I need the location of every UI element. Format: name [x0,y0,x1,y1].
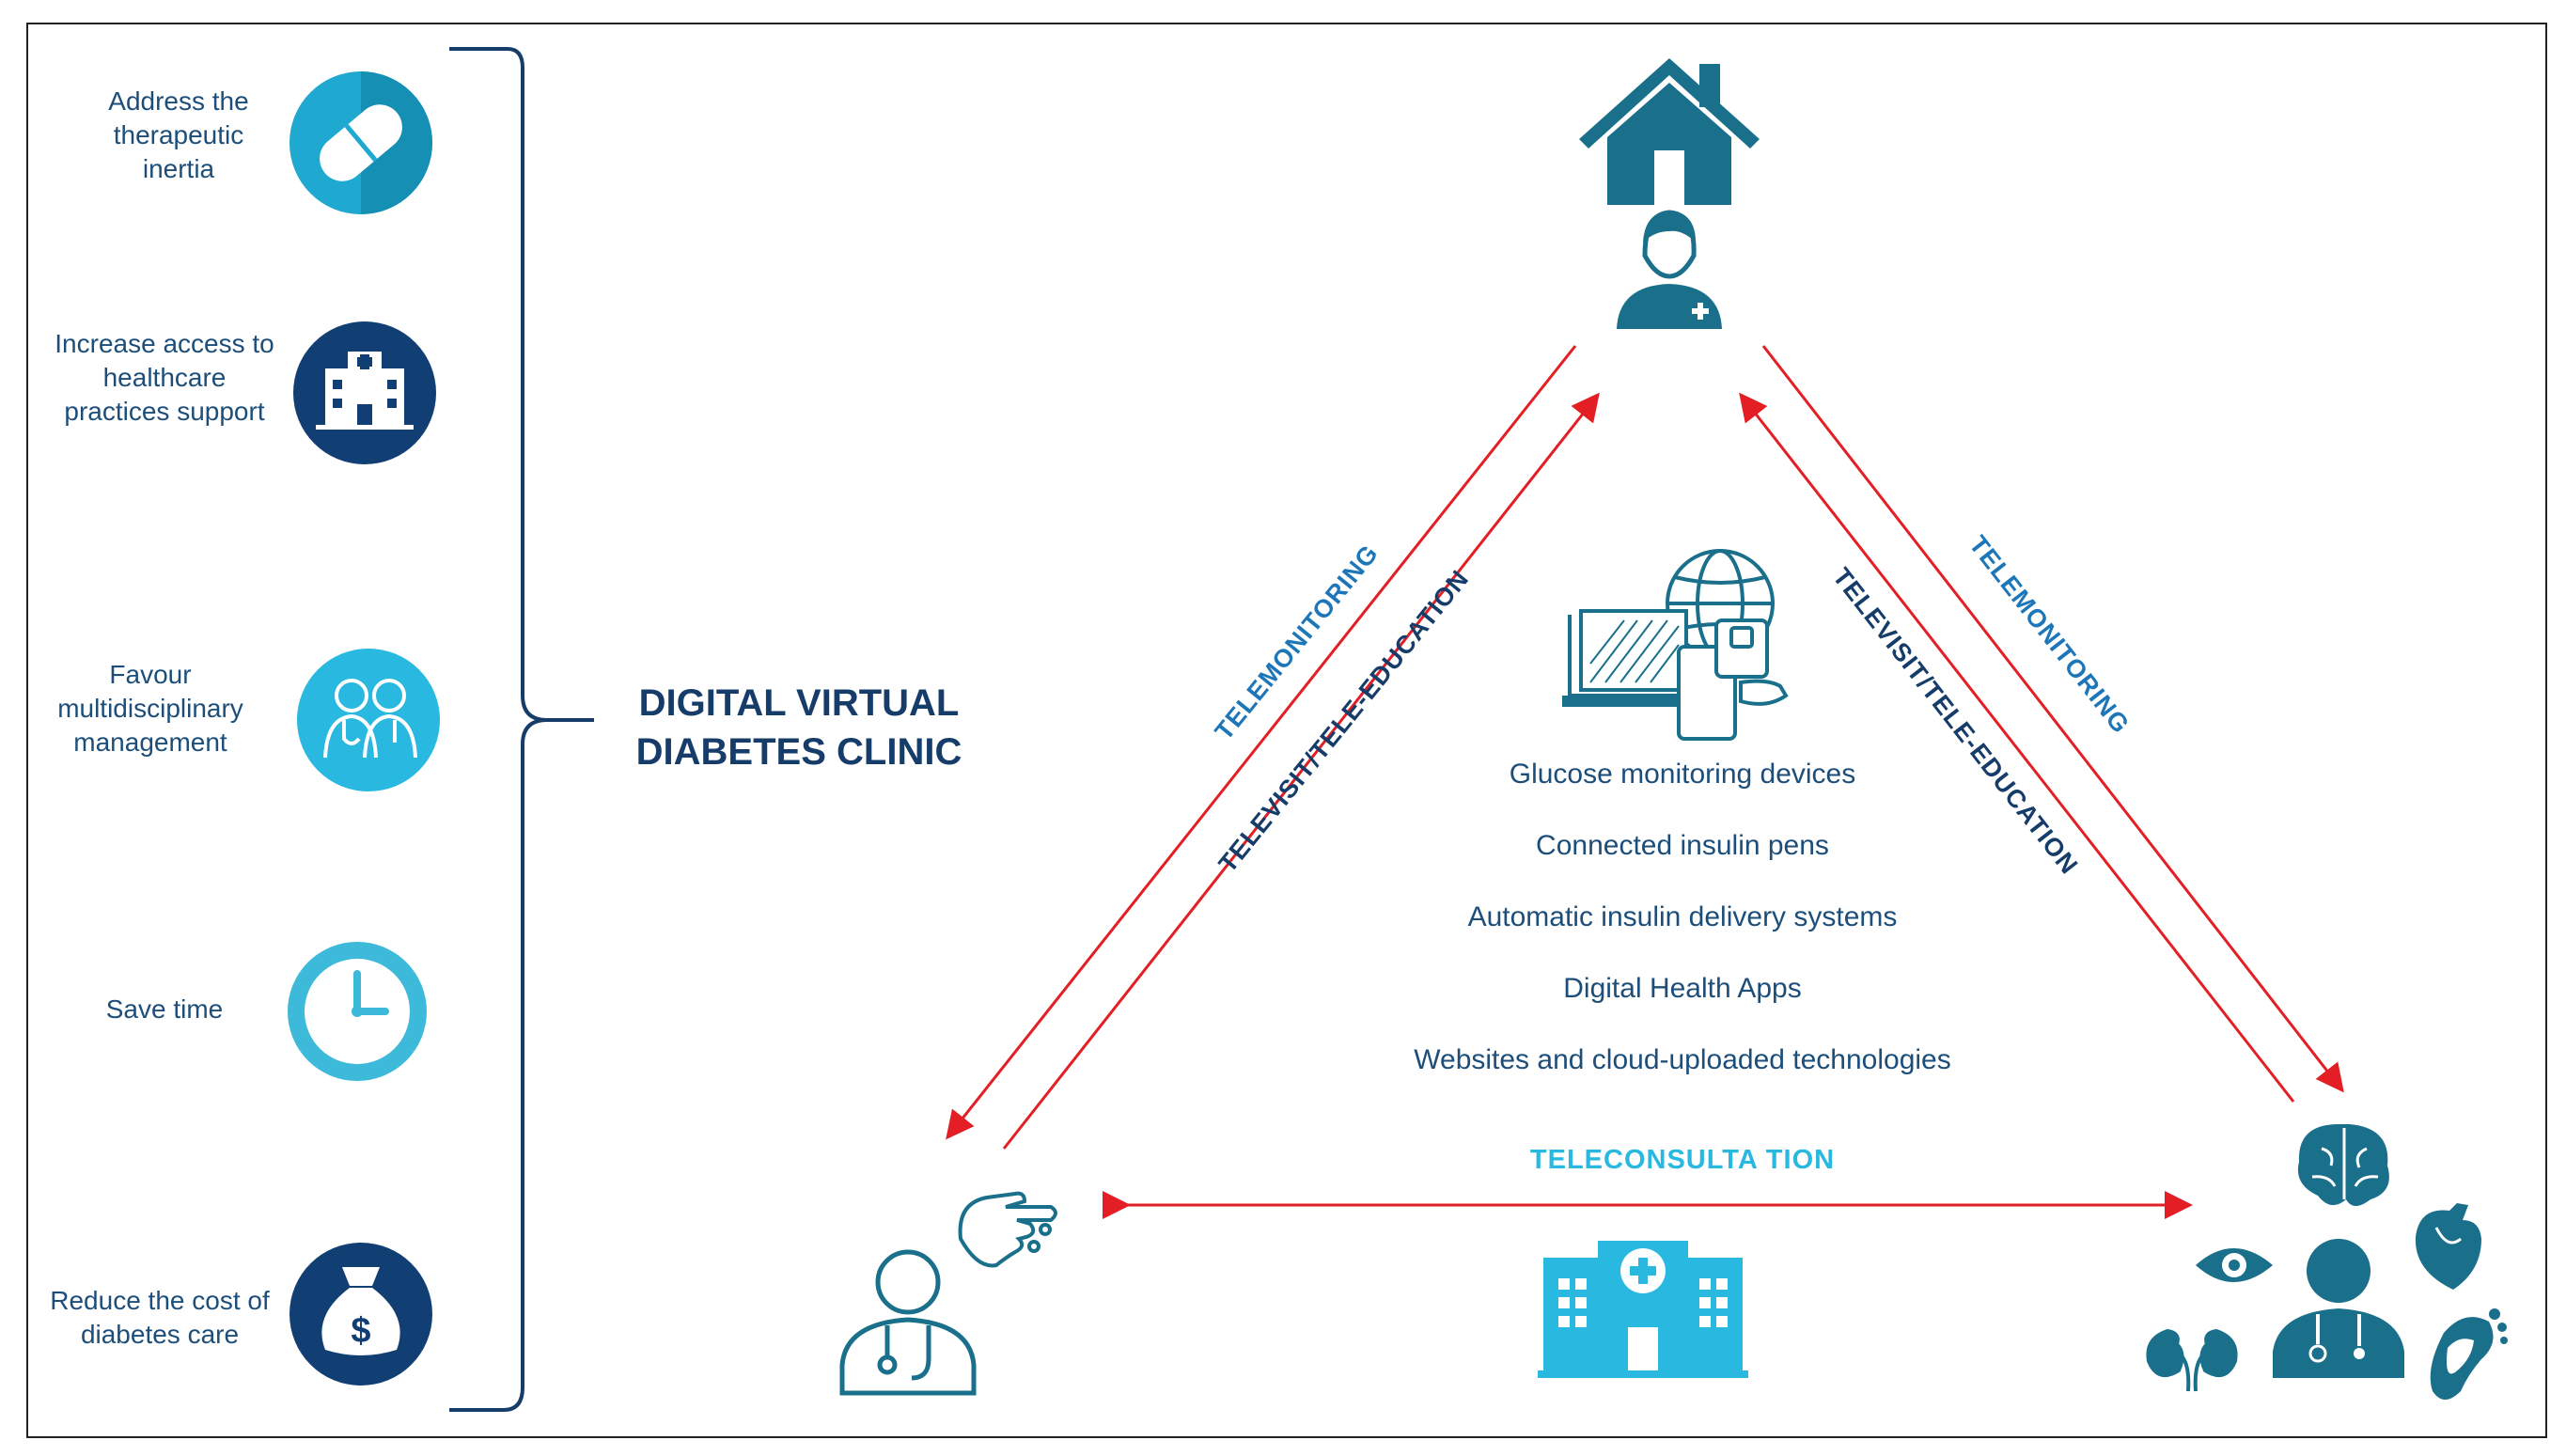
grouping-brace [449,47,594,1412]
tech-item-health-apps: Digital Health Apps [1563,973,1802,1004]
house-icon [1579,58,1760,205]
house-door-top [1651,147,1688,150]
clock-icon [288,942,427,1081]
clinic-building-icon [1538,1241,1748,1378]
tech-item-insulin-delivery: Automatic insulin delivery systems [1467,901,1898,932]
svg-text:$: $ [351,1311,370,1351]
arrow-telemonitoring-right [1761,345,2344,1093]
kidneys-icon [2146,1328,2238,1392]
benefit-label-multidisciplinary: Favour multidisciplinary management [57,660,243,757]
pointing-hand-icon [958,1191,1057,1268]
benefit-label-inertia: Address the therapeutic inertia [108,86,249,183]
brain-icon [2297,1124,2389,1206]
specialist-doctor-icon [2273,1239,2404,1378]
benefit-label-access: Increase access to healthcare practices … [55,329,274,426]
arrow-televisit-left [1002,392,1600,1150]
benefit-label-cost: Reduce the cost of diabetes care [50,1286,270,1349]
money-bag-icon: $ [289,1243,432,1386]
foot-icon [2430,1308,2508,1400]
diagram-frame [26,23,2547,1438]
pill-icon [289,71,432,214]
label-teleconsultation: TELECONSULTA TION [1529,1145,1836,1175]
benefit-label-save-time: Save time [105,994,224,1024]
arrow-televisit-right [1739,392,2295,1103]
nurse-icon [1617,210,1722,329]
tech-item-insulin-pens: Connected insulin pens [1536,830,1829,861]
tech-item-glucose: Glucose monitoring devices [1509,759,1856,790]
heart-icon [2415,1203,2481,1290]
gp-doctor-icon [839,1249,977,1396]
diagram-title: DIGITAL VIRTUAL DIABETES CLINIC [635,682,962,773]
house-door [1654,149,1684,205]
doctors-icon [297,649,440,791]
tech-item-websites: Websites and cloud-uploaded technologies [1414,1044,1951,1075]
arrow-telemonitoring-left [946,345,1577,1140]
hospital-icon [293,321,436,464]
eye-icon [2196,1248,2273,1282]
digital-devices-icon [1562,549,1789,741]
